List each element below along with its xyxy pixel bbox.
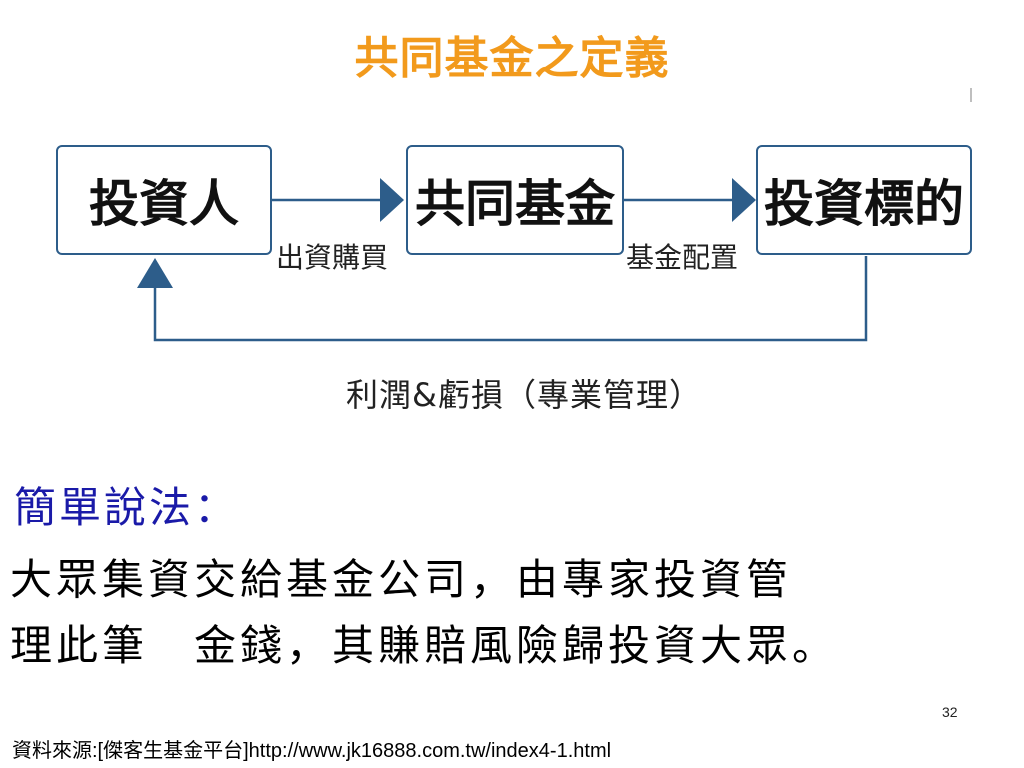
source-citation: 資料來源:[傑客生基金平台]http://www.jk16888.com.tw/… — [12, 740, 612, 762]
edge-label-allocation: 基金配置 — [626, 241, 739, 274]
decorative-rule — [970, 88, 972, 102]
node-investor-label: 投資人 — [89, 175, 239, 233]
node-investor: 投資人 — [56, 145, 272, 255]
arrow-investor-to-fund-head — [380, 178, 404, 222]
return-loop-line — [153, 256, 868, 342]
node-investment-target-label: 投資標的 — [764, 175, 964, 233]
slide-title: 共同基金之定義 — [354, 33, 670, 84]
return-loop-arrowhead — [137, 258, 173, 288]
page-number: 32 — [942, 704, 958, 720]
summary-heading: 簡單說法： — [14, 483, 240, 532]
edge-label-purchase: 出資購買 — [276, 241, 389, 274]
node-investment-target: 投資標的 — [756, 145, 972, 255]
arrow-fund-to-target-head — [732, 178, 756, 222]
summary-line-2: 理此筆 金錢，其賺賠風險歸投資大眾。 — [10, 621, 839, 670]
node-mutual-fund: 共同基金 — [406, 145, 624, 255]
summary-line-1: 大眾集資交給基金公司，由專家投資管 — [10, 555, 793, 604]
node-mutual-fund-label: 共同基金 — [415, 175, 615, 233]
edge-label-profit-loss: 利潤&虧損（專業管理） — [346, 376, 702, 414]
